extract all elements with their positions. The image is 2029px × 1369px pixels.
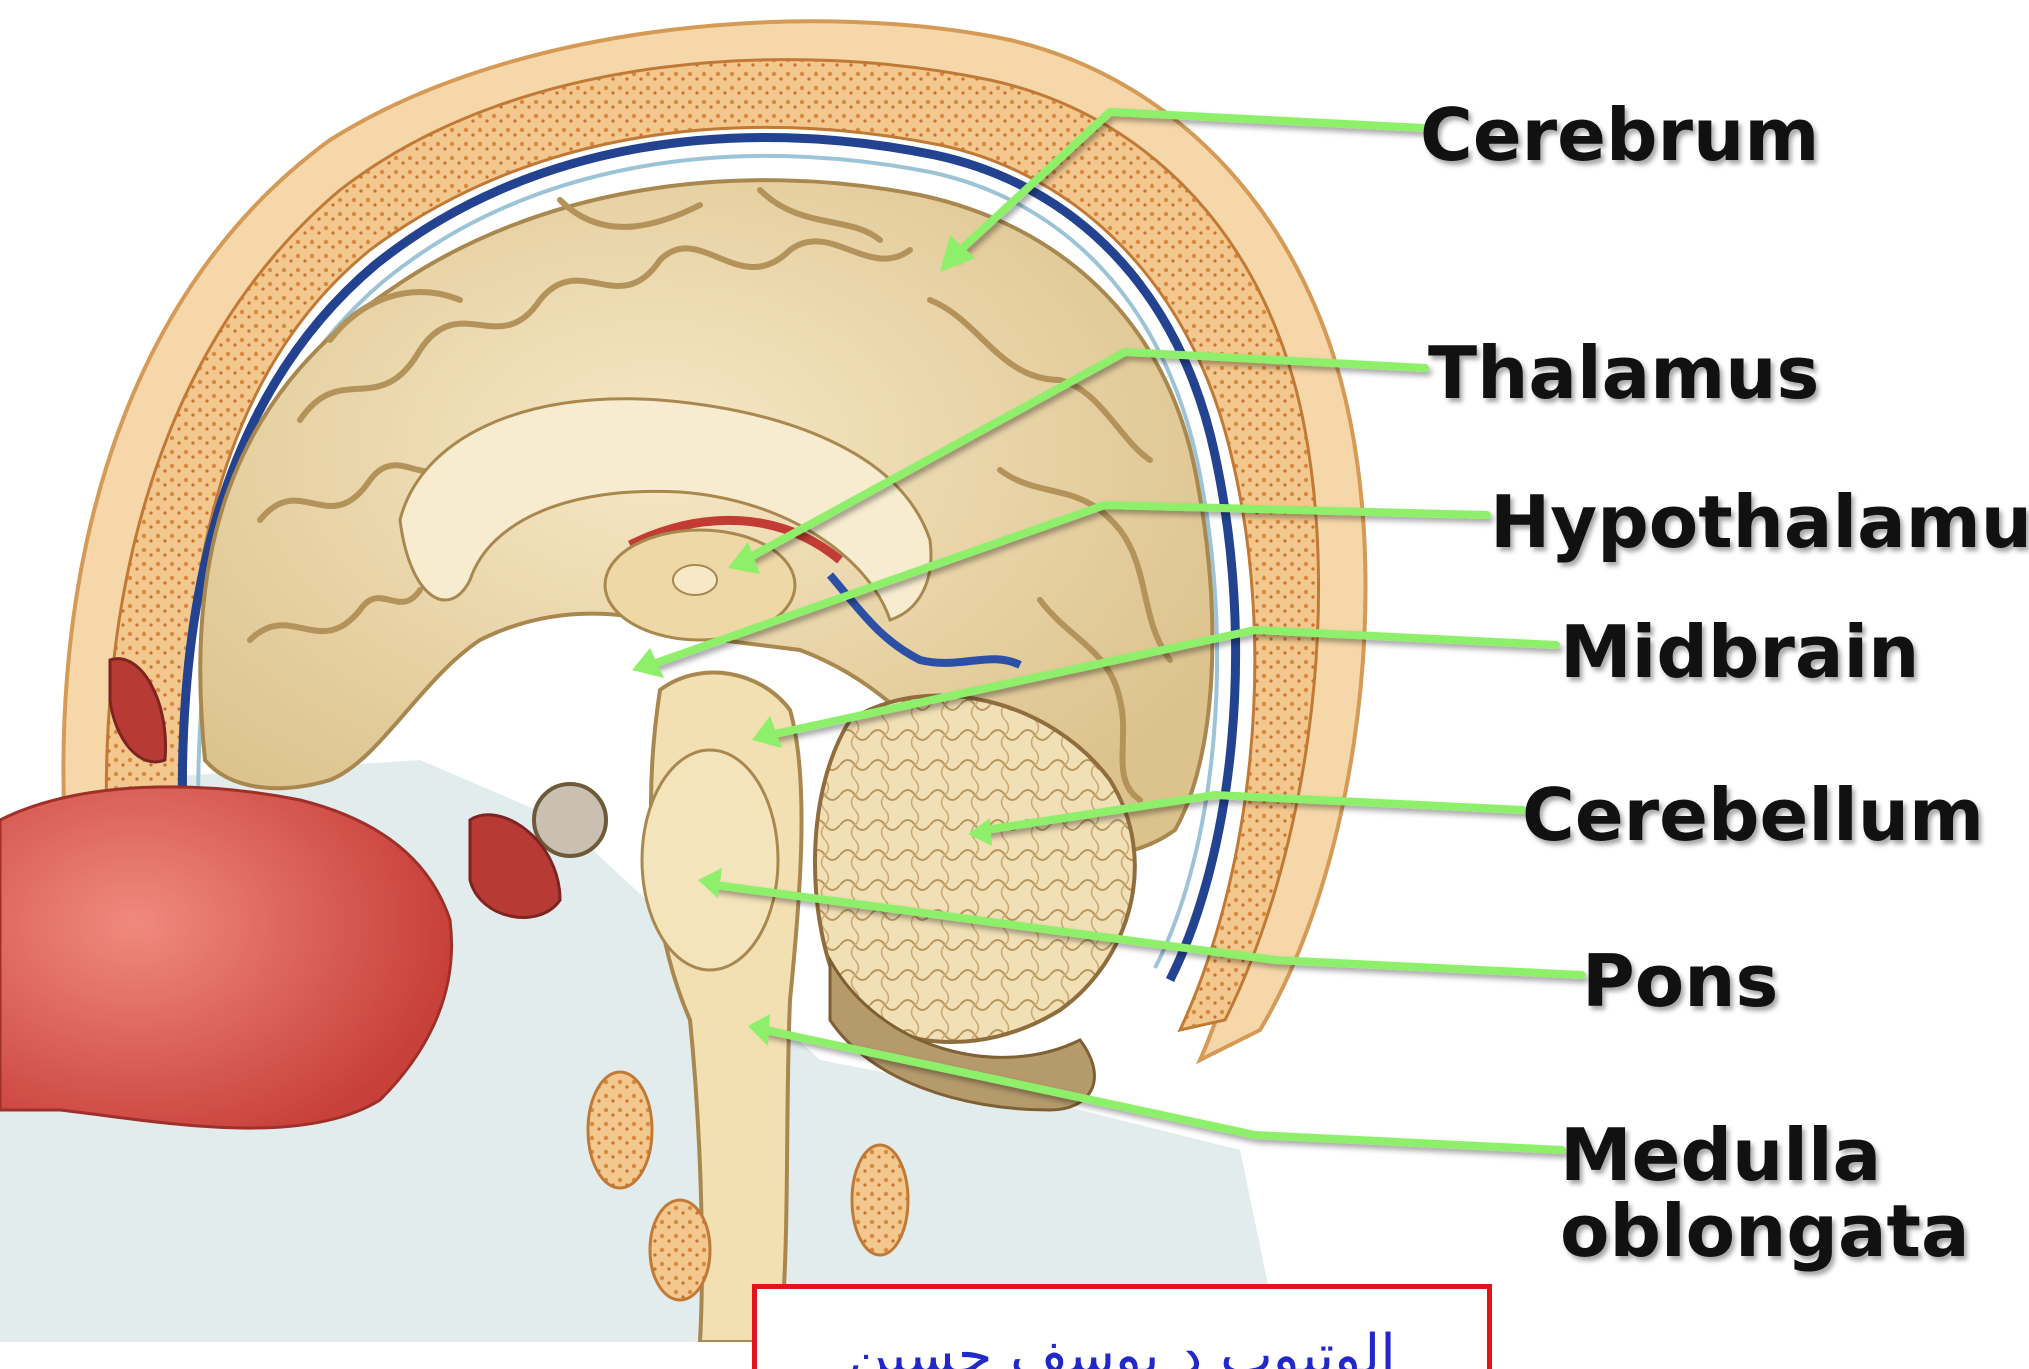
pons-shape (642, 750, 778, 970)
label-medulla-line1: Medulla (1560, 1118, 1970, 1194)
label-midbrain: Midbrain (1560, 615, 1919, 691)
label-medulla-oblongata: Medulla oblongata (1560, 1118, 1970, 1269)
head-illustration (0, 21, 1366, 1342)
credit-box: الوتيوب د يوسف حسين (752, 1284, 1492, 1369)
label-cerebrum: Cerebrum (1420, 98, 1819, 174)
label-pons: Pons (1582, 944, 1778, 1020)
pituitary (534, 784, 606, 856)
credit-text: الوتيوب د يوسف حسين (757, 1323, 1487, 1369)
nasopharynx-tissue (0, 787, 452, 1128)
label-cerebellum: Cerebellum (1522, 778, 1984, 854)
label-thalamus: Thalamus (1428, 336, 1819, 412)
label-hypothalamus: Hypothalamus (1490, 485, 2029, 561)
label-medulla-line2: oblongata (1560, 1194, 1970, 1270)
thalamus-center (673, 565, 717, 595)
